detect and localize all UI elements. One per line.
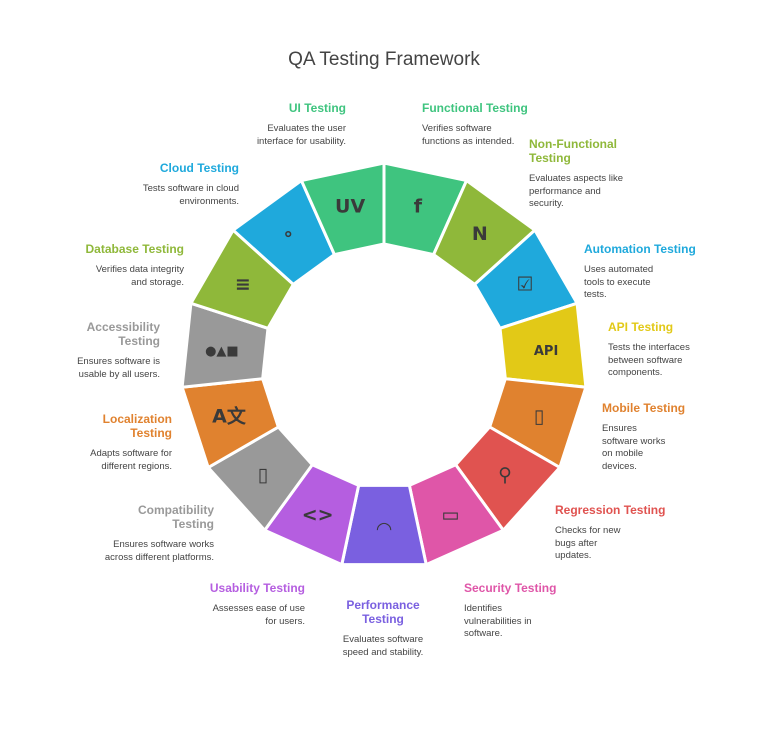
segment-shape — [299, 161, 386, 257]
label-title: Regression Testing — [555, 503, 666, 517]
label-title: Database Testing — [85, 242, 184, 256]
diagram-title: QA Testing Framework — [288, 49, 480, 70]
svg-text:∘: ∘ — [282, 223, 294, 245]
segment-accessibility-testing: ●▲■ — [180, 301, 270, 389]
label-desc: Tests the interfaces between software co… — [608, 342, 690, 378]
share-nodes-icon: ∘ — [282, 223, 294, 245]
label-title: Localization Testing — [102, 412, 172, 440]
label-desc: Tests software in cloud environments. — [142, 183, 239, 207]
svg-text:UV: UV — [335, 196, 365, 218]
cloud-api-icon: API — [534, 344, 558, 359]
label-title: API Testing — [608, 320, 674, 334]
bug-search-icon: ⚲ — [498, 464, 512, 486]
label-title: Non-Functional Testing — [529, 137, 617, 165]
n-circle-icon: N — [472, 223, 488, 245]
shapes-arrows-icon: ●▲■ — [205, 344, 239, 359]
label-desc: Evaluates software speed and stability. — [342, 634, 424, 658]
svg-text:▭: ▭ — [441, 504, 459, 526]
svg-text:<>: <> — [302, 504, 334, 526]
label-title: Accessibility Testing — [86, 320, 160, 348]
label-desc: Verifies software functions as intended. — [422, 123, 515, 147]
svg-text:f: f — [414, 196, 423, 218]
label-desc: Ensures software works on mobile devices… — [602, 423, 666, 472]
svg-text:A文: A文 — [212, 404, 247, 427]
ui-gauge-icon: UV — [335, 196, 365, 218]
monitor-bug-search-icon: ▭ — [441, 504, 459, 526]
monitor-checklist-gear-icon: ☑ — [517, 274, 534, 296]
label-desc: Identifies vulnerabilities in software. — [464, 603, 532, 639]
label-title: UI Testing — [288, 101, 346, 115]
gear-f-icon: f — [414, 196, 423, 218]
speedometer-icon: ◠ — [377, 518, 392, 540]
code-file-check-icon: <> — [302, 504, 334, 526]
label-desc: Uses automated tools to execute tests. — [584, 264, 654, 300]
svg-text:◠: ◠ — [377, 518, 392, 540]
label-desc: Ensures software works across different … — [104, 539, 214, 563]
label-desc: Evaluates aspects like performance and s… — [529, 173, 623, 209]
svg-text:⚲: ⚲ — [498, 464, 512, 486]
label-title: Functional Testing — [422, 101, 528, 115]
translate-icon: A文 — [212, 404, 247, 427]
label-desc: Evaluates the user interface for usabili… — [256, 123, 346, 147]
label-title: Cloud Testing — [159, 161, 239, 175]
segment-ui-testing: UV — [299, 161, 386, 257]
label-desc: Checks for new bugs after updates. — [555, 525, 621, 561]
label-title: Compatibility Testing — [137, 503, 214, 531]
label-desc: Assesses ease of use for users. — [212, 603, 305, 627]
label-desc: Verifies data integrity and storage. — [95, 264, 184, 288]
label-title: Automation Testing — [584, 242, 696, 256]
label-title: Usability Testing — [209, 581, 305, 595]
label-desc: Ensures software is usable by all users. — [77, 356, 160, 380]
label-title: Mobile Testing — [602, 401, 686, 415]
svg-text:☑: ☑ — [517, 274, 534, 296]
label-title: Security Testing — [464, 581, 557, 595]
label-desc: Adapts software for different regions. — [90, 448, 172, 472]
devices-icon: ▯ — [258, 464, 268, 486]
label-title: Performance Testing — [346, 598, 420, 626]
svg-text:▯: ▯ — [258, 464, 268, 486]
database-check-icon: ≡ — [235, 274, 251, 296]
phone-bug-search-icon: ▯ — [534, 405, 544, 427]
svg-text:API: API — [534, 344, 558, 359]
svg-text:▯: ▯ — [534, 405, 544, 427]
svg-text:≡: ≡ — [235, 274, 251, 296]
svg-text:N: N — [472, 223, 488, 245]
svg-text:●▲■: ●▲■ — [205, 344, 239, 359]
